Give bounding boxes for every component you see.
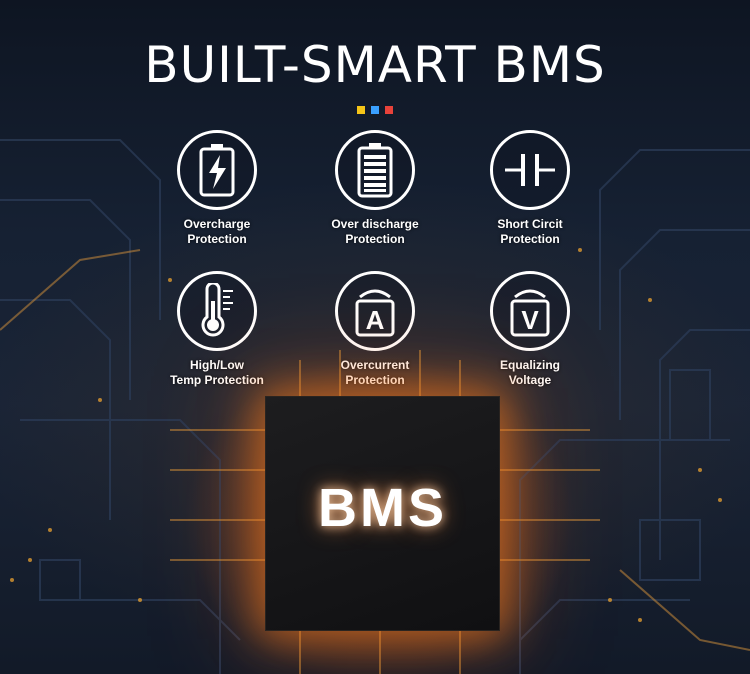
feature-label-line2: Temp Protection — [170, 373, 264, 387]
feature-label-line1: Overcurrent — [340, 358, 410, 372]
volt-meter-icon: V — [490, 271, 570, 351]
feature-label-line1: Short Circit — [497, 217, 563, 231]
feature-label-line2: Protection — [187, 232, 247, 246]
capacitor-icon — [490, 130, 570, 210]
feature-label-line2: Protection — [500, 232, 560, 246]
feature-temp-protection: High/Low Temp Protection — [147, 271, 287, 388]
feature-label-line2: Protection — [345, 232, 405, 246]
accent-dot-blue — [371, 106, 379, 114]
page-title: BUILT-SMART BMS — [144, 36, 606, 94]
chip-label: BMS — [318, 478, 447, 538]
feature-short-circuit: Short Circit Protection — [460, 130, 600, 247]
battery-bolt-icon — [177, 130, 257, 210]
feature-over-discharge: Over discharge Protection — [305, 130, 445, 247]
feature-label-line1: Over discharge — [331, 217, 419, 231]
bms-chip: BMS — [265, 396, 500, 631]
feature-label: Equalizing Voltage — [460, 358, 600, 388]
feature-equalizing-voltage: V Equalizing Voltage — [460, 271, 600, 388]
feature-overcharge: Overcharge Protection — [147, 130, 287, 247]
feature-label-line1: Overcharge — [183, 217, 251, 231]
feature-label: Overcharge Protection — [147, 217, 287, 247]
feature-label-line2: Protection — [345, 373, 405, 387]
thermometer-icon — [177, 271, 257, 351]
feature-overcurrent: A Overcurrent Protection — [305, 271, 445, 388]
feature-label: Overcurrent Protection — [305, 358, 445, 388]
ampere-meter-icon: A — [335, 271, 415, 351]
accent-dot-yellow — [357, 106, 365, 114]
feature-label-line1: Equalizing — [500, 358, 560, 372]
battery-levels-icon — [335, 130, 415, 210]
feature-label: High/Low Temp Protection — [147, 358, 287, 388]
feature-label-line1: High/Low — [190, 358, 244, 372]
svg-text:V: V — [521, 305, 539, 335]
feature-label: Over discharge Protection — [305, 217, 445, 247]
accent-dot-red — [385, 106, 393, 114]
feature-label: Short Circit Protection — [460, 217, 600, 247]
svg-text:A: A — [366, 305, 385, 335]
feature-label-line2: Voltage — [508, 373, 552, 387]
accent-dots — [357, 106, 393, 114]
